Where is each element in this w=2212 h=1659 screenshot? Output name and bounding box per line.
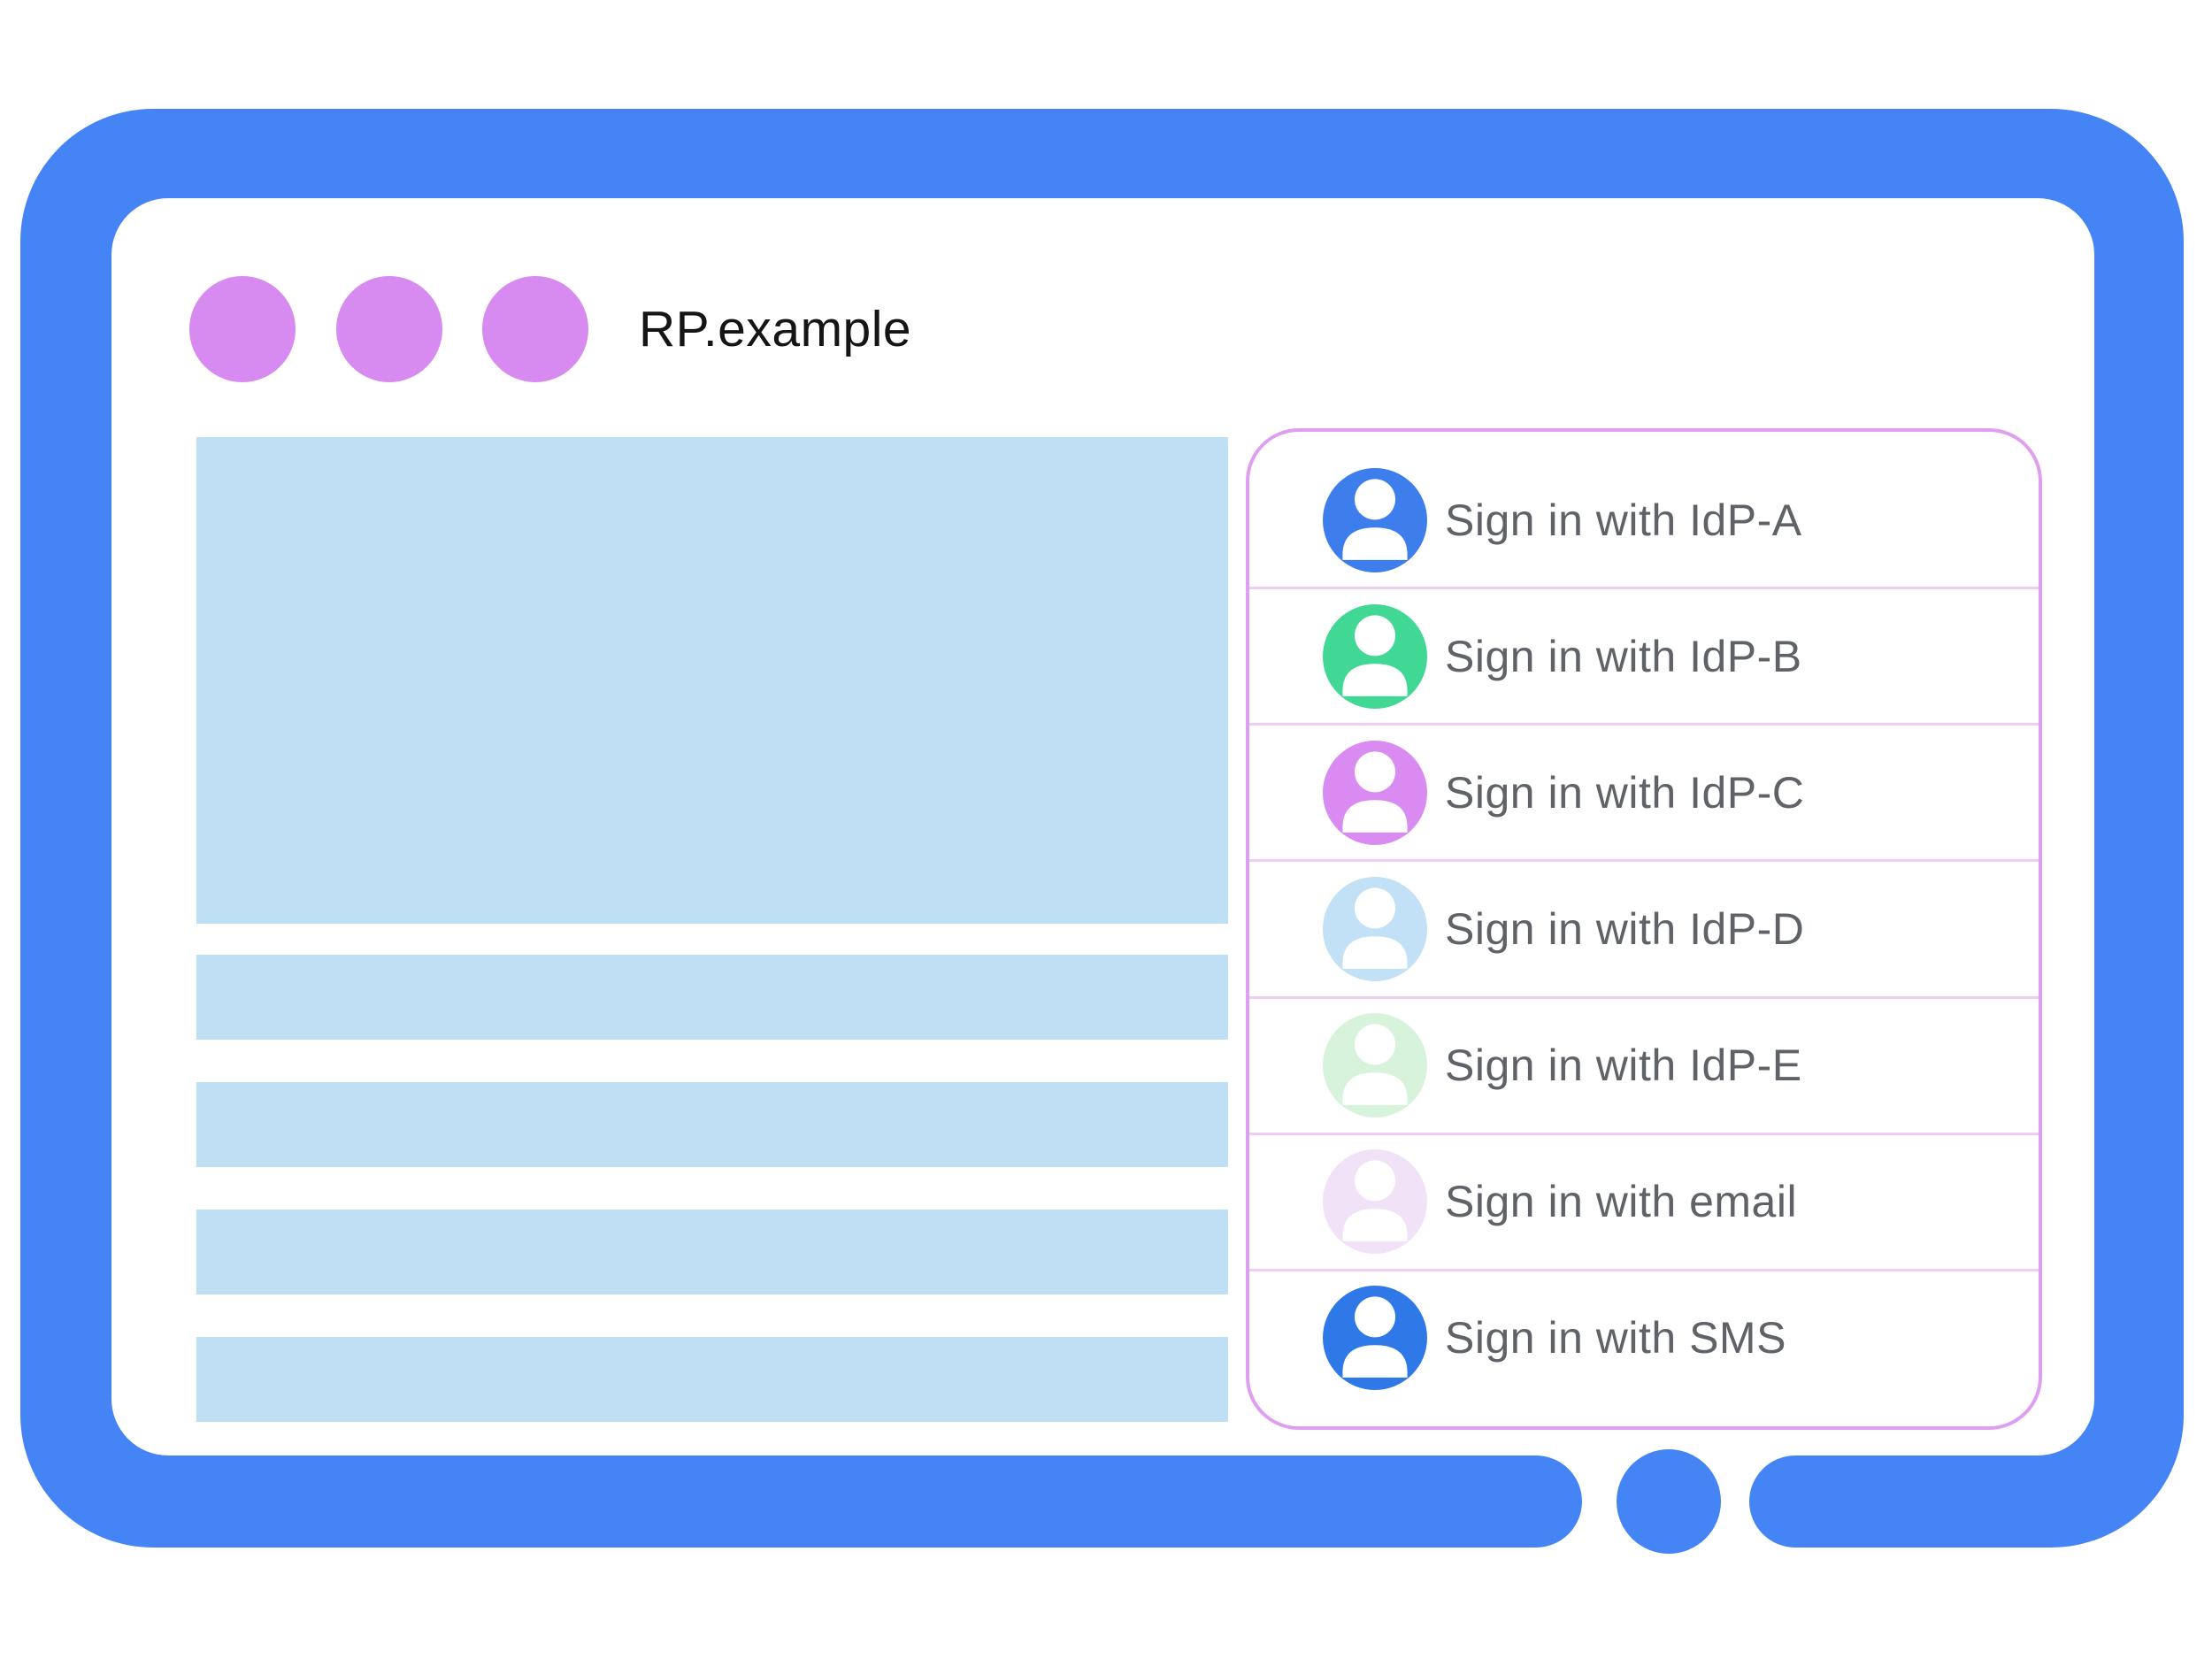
signin-option-row[interactable]: Sign in with IdP-D (1249, 862, 2039, 999)
person-avatar-icon (1323, 603, 1427, 709)
person-avatar-icon (1323, 1149, 1427, 1255)
content-bar-placeholder (196, 955, 1228, 1040)
signin-option-label: Sign in with IdP-C (1445, 767, 1805, 818)
content-bar-placeholder (196, 1337, 1228, 1422)
signin-option-row[interactable]: Sign in with IdP-A (1249, 453, 2039, 590)
signin-option-label: Sign in with SMS (1445, 1313, 1786, 1363)
frame-bottom-left-cap (1492, 1455, 1582, 1548)
signin-option-label: Sign in with IdP-A (1445, 495, 1802, 545)
content-bar-placeholder (196, 1210, 1228, 1294)
window-dot-1 (189, 276, 296, 382)
signin-panel: Sign in with IdP-A Sign in with IdP-B Si… (1246, 428, 2042, 1430)
window-dot-2 (336, 276, 442, 382)
content-hero-placeholder (196, 437, 1228, 924)
frame-bottom-right-cap (1749, 1455, 1839, 1548)
page-title: RP.example (639, 301, 912, 357)
window-dot-3 (482, 276, 588, 382)
person-avatar-icon (1323, 467, 1427, 572)
signin-option-row[interactable]: Sign in with IdP-E (1249, 999, 2039, 1135)
signin-option-row[interactable]: Sign in with IdP-B (1249, 589, 2039, 726)
home-button[interactable] (1617, 1449, 1721, 1554)
signin-option-row[interactable]: Sign in with SMS (1249, 1271, 2039, 1405)
signin-option-label: Sign in with IdP-B (1445, 631, 1802, 681)
person-avatar-icon (1323, 1013, 1427, 1118)
signin-option-row[interactable]: Sign in with IdP-C (1249, 726, 2039, 863)
content-bar-placeholder (196, 1082, 1228, 1167)
person-avatar-icon (1323, 1286, 1427, 1391)
person-avatar-icon (1323, 876, 1427, 981)
signin-option-label: Sign in with email (1445, 1177, 1798, 1227)
signin-option-label: Sign in with IdP-E (1445, 1041, 1802, 1091)
signin-option-row[interactable]: Sign in with email (1249, 1135, 2039, 1271)
person-avatar-icon (1323, 740, 1427, 845)
signin-option-label: Sign in with IdP-D (1445, 903, 1805, 954)
